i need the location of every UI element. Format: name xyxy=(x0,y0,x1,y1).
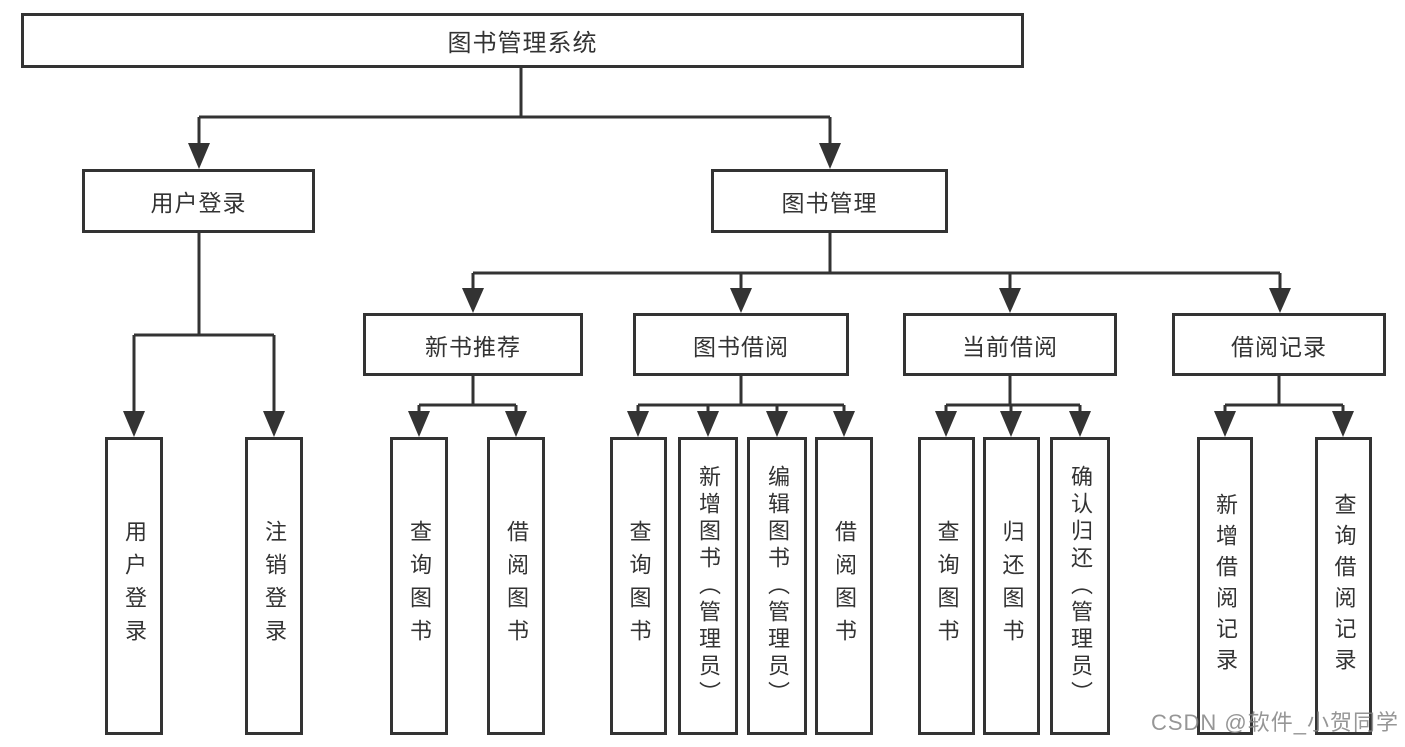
leaf-label: 编辑图书（管理员） xyxy=(765,464,790,708)
leaf-borrow-books: 借阅图书 xyxy=(815,437,873,735)
node-label: 图书管理系统 xyxy=(447,30,598,57)
node-book-borrow: 图书借阅 xyxy=(633,313,849,376)
node-book-management: 图书管理 xyxy=(711,169,948,233)
csdn-watermark: CSDN @软件_小贺同学 xyxy=(1150,710,1399,735)
node-library-management-system: 图书管理系统 xyxy=(21,13,1024,68)
node-current-borrow: 当前借阅 xyxy=(903,313,1117,376)
node-borrow-record: 借阅记录 xyxy=(1172,313,1386,376)
node-label: 图书借阅 xyxy=(693,333,789,360)
leaf-label: 借阅图书 xyxy=(832,520,857,652)
leaf-query-books-borrow: 查询图书 xyxy=(610,437,667,735)
leaf-add-borrow-record: 新增借阅记录 xyxy=(1197,437,1253,735)
leaf-label: 查询图书 xyxy=(407,520,432,652)
leaf-edit-books-admin: 编辑图书（管理员） xyxy=(747,437,807,735)
leaf-label: 确认归还（管理员） xyxy=(1068,464,1093,708)
node-label: 借阅记录 xyxy=(1231,333,1327,360)
leaf-query-books-current: 查询图书 xyxy=(918,437,975,735)
leaf-confirm-return-admin: 确认归还（管理员） xyxy=(1050,437,1110,735)
leaf-label: 新增借阅记录 xyxy=(1213,493,1238,679)
node-user-login: 用户登录 xyxy=(82,169,315,233)
leaf-label: 注销登录 xyxy=(262,520,287,652)
node-label: 当前借阅 xyxy=(962,333,1058,360)
leaf-label: 新增图书（管理员） xyxy=(696,464,721,708)
leaf-query-borrow-record: 查询借阅记录 xyxy=(1315,437,1372,735)
leaf-query-books-recommend: 查询图书 xyxy=(390,437,448,735)
leaf-user-login: 用户登录 xyxy=(105,437,163,735)
node-label: 用户登录 xyxy=(150,190,247,216)
node-label: 新书推荐 xyxy=(425,333,521,360)
leaf-label: 查询借阅记录 xyxy=(1331,493,1357,679)
arrowheads xyxy=(123,143,1354,437)
leaf-label: 借阅图书 xyxy=(504,520,529,652)
leaf-label: 查询图书 xyxy=(934,520,960,652)
leaf-logout: 注销登录 xyxy=(245,437,303,735)
node-label: 图书管理 xyxy=(781,190,878,216)
leaf-add-books-admin: 新增图书（管理员） xyxy=(678,437,738,735)
leaf-label: 用户登录 xyxy=(122,520,147,652)
leaf-label: 查询图书 xyxy=(626,520,652,652)
leaf-borrow-books-recommend: 借阅图书 xyxy=(487,437,545,735)
leaf-return-books: 归还图书 xyxy=(983,437,1040,735)
leaf-label: 归还图书 xyxy=(999,520,1025,652)
node-new-book-recommend: 新书推荐 xyxy=(363,313,583,376)
